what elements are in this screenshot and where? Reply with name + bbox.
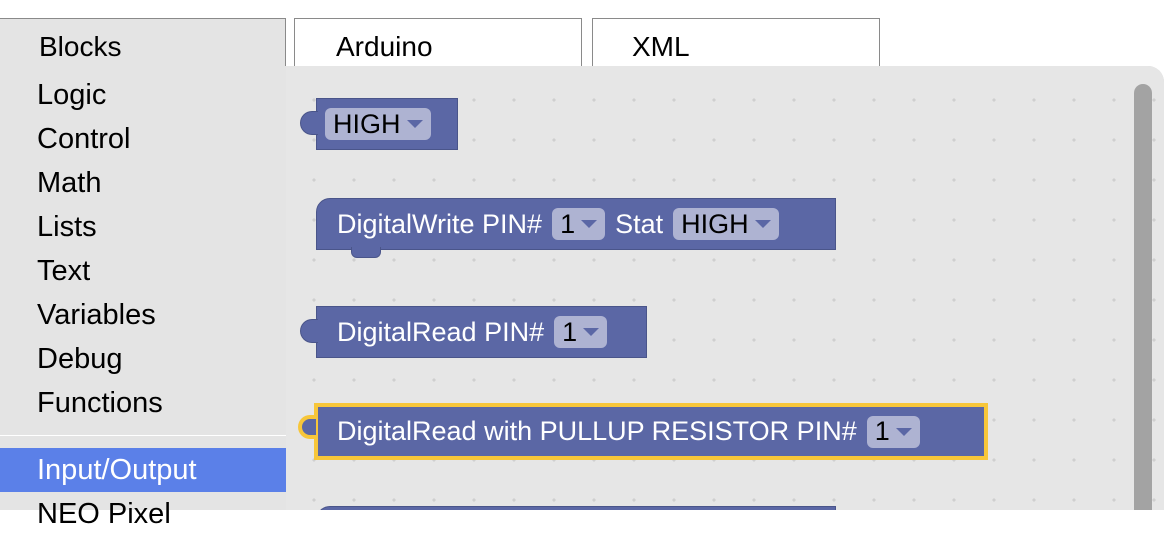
digital-read-pullup-pin-dropdown[interactable]: 1 xyxy=(866,415,920,448)
digital-read-block[interactable]: DigitalRead PIN# 1 xyxy=(300,306,647,358)
high-dropdown-value: HIGH xyxy=(333,108,401,139)
digital-write-stat-label: Stat xyxy=(615,208,664,239)
dropdown-arrow-icon xyxy=(583,328,600,336)
toolbox-sidebar: Logic Control Math Lists Text Variables … xyxy=(0,66,286,530)
digital-write-pin-value: 1 xyxy=(560,208,576,239)
category-math[interactable]: Math xyxy=(37,167,102,199)
tab-arduino-label: Arduino xyxy=(336,31,433,62)
dropdown-arrow-icon xyxy=(895,427,912,436)
category-lists[interactable]: Lists xyxy=(37,211,97,243)
category-variables[interactable]: Variables xyxy=(37,299,156,331)
workspace-scrollbar[interactable] xyxy=(1134,84,1152,510)
category-control[interactable]: Control xyxy=(37,123,131,155)
dropdown-arrow-icon xyxy=(754,220,771,228)
dropdown-arrow-icon xyxy=(406,120,423,128)
digital-read-pin-dropdown[interactable]: 1 xyxy=(554,316,608,348)
blocks-workspace[interactable]: HIGH DigitalWrite PIN# 1 Stat HIGH Digit… xyxy=(286,66,1164,510)
category-debug[interactable]: Debug xyxy=(37,343,123,375)
digital-write-stat-dropdown[interactable]: HIGH xyxy=(673,208,779,240)
next-connector xyxy=(351,247,381,258)
tab-xml[interactable]: XML xyxy=(592,18,880,70)
dropdown-arrow-icon xyxy=(581,220,598,228)
digital-read-pullup-pin-value: 1 xyxy=(874,416,890,446)
tab-blocks-label: Blocks xyxy=(39,31,122,62)
output-connector xyxy=(298,415,316,439)
digital-write-block[interactable]: DigitalWrite PIN# 1 Stat HIGH xyxy=(316,198,836,258)
category-input-output[interactable]: Input/Output xyxy=(0,448,286,492)
category-separator xyxy=(0,435,286,436)
output-connector xyxy=(300,111,318,135)
tab-blocks[interactable]: Blocks xyxy=(0,18,286,70)
digital-write-label: DigitalWrite PIN# xyxy=(337,208,543,239)
digital-read-pin-value: 1 xyxy=(562,316,578,347)
partial-block[interactable] xyxy=(316,506,836,510)
category-logic[interactable]: Logic xyxy=(37,79,107,111)
category-functions[interactable]: Functions xyxy=(37,387,163,419)
output-connector xyxy=(300,319,318,343)
category-text[interactable]: Text xyxy=(37,255,91,287)
tab-xml-label: XML xyxy=(632,31,690,62)
high-value-block[interactable]: HIGH xyxy=(300,98,458,150)
category-neo-pixel[interactable]: NEO Pixel xyxy=(37,498,171,530)
digital-read-label: DigitalRead PIN# xyxy=(337,316,545,347)
tab-arduino[interactable]: Arduino xyxy=(294,18,582,70)
high-dropdown[interactable]: HIGH xyxy=(325,108,431,140)
digital-write-pin-dropdown[interactable]: 1 xyxy=(552,208,606,240)
digital-read-pullup-block[interactable]: DigitalRead with PULLUP RESISTOR PIN# 1 xyxy=(298,403,988,460)
digital-write-stat-value: HIGH xyxy=(681,208,749,239)
digital-read-pullup-label: DigitalRead with PULLUP RESISTOR PIN# xyxy=(337,416,857,446)
